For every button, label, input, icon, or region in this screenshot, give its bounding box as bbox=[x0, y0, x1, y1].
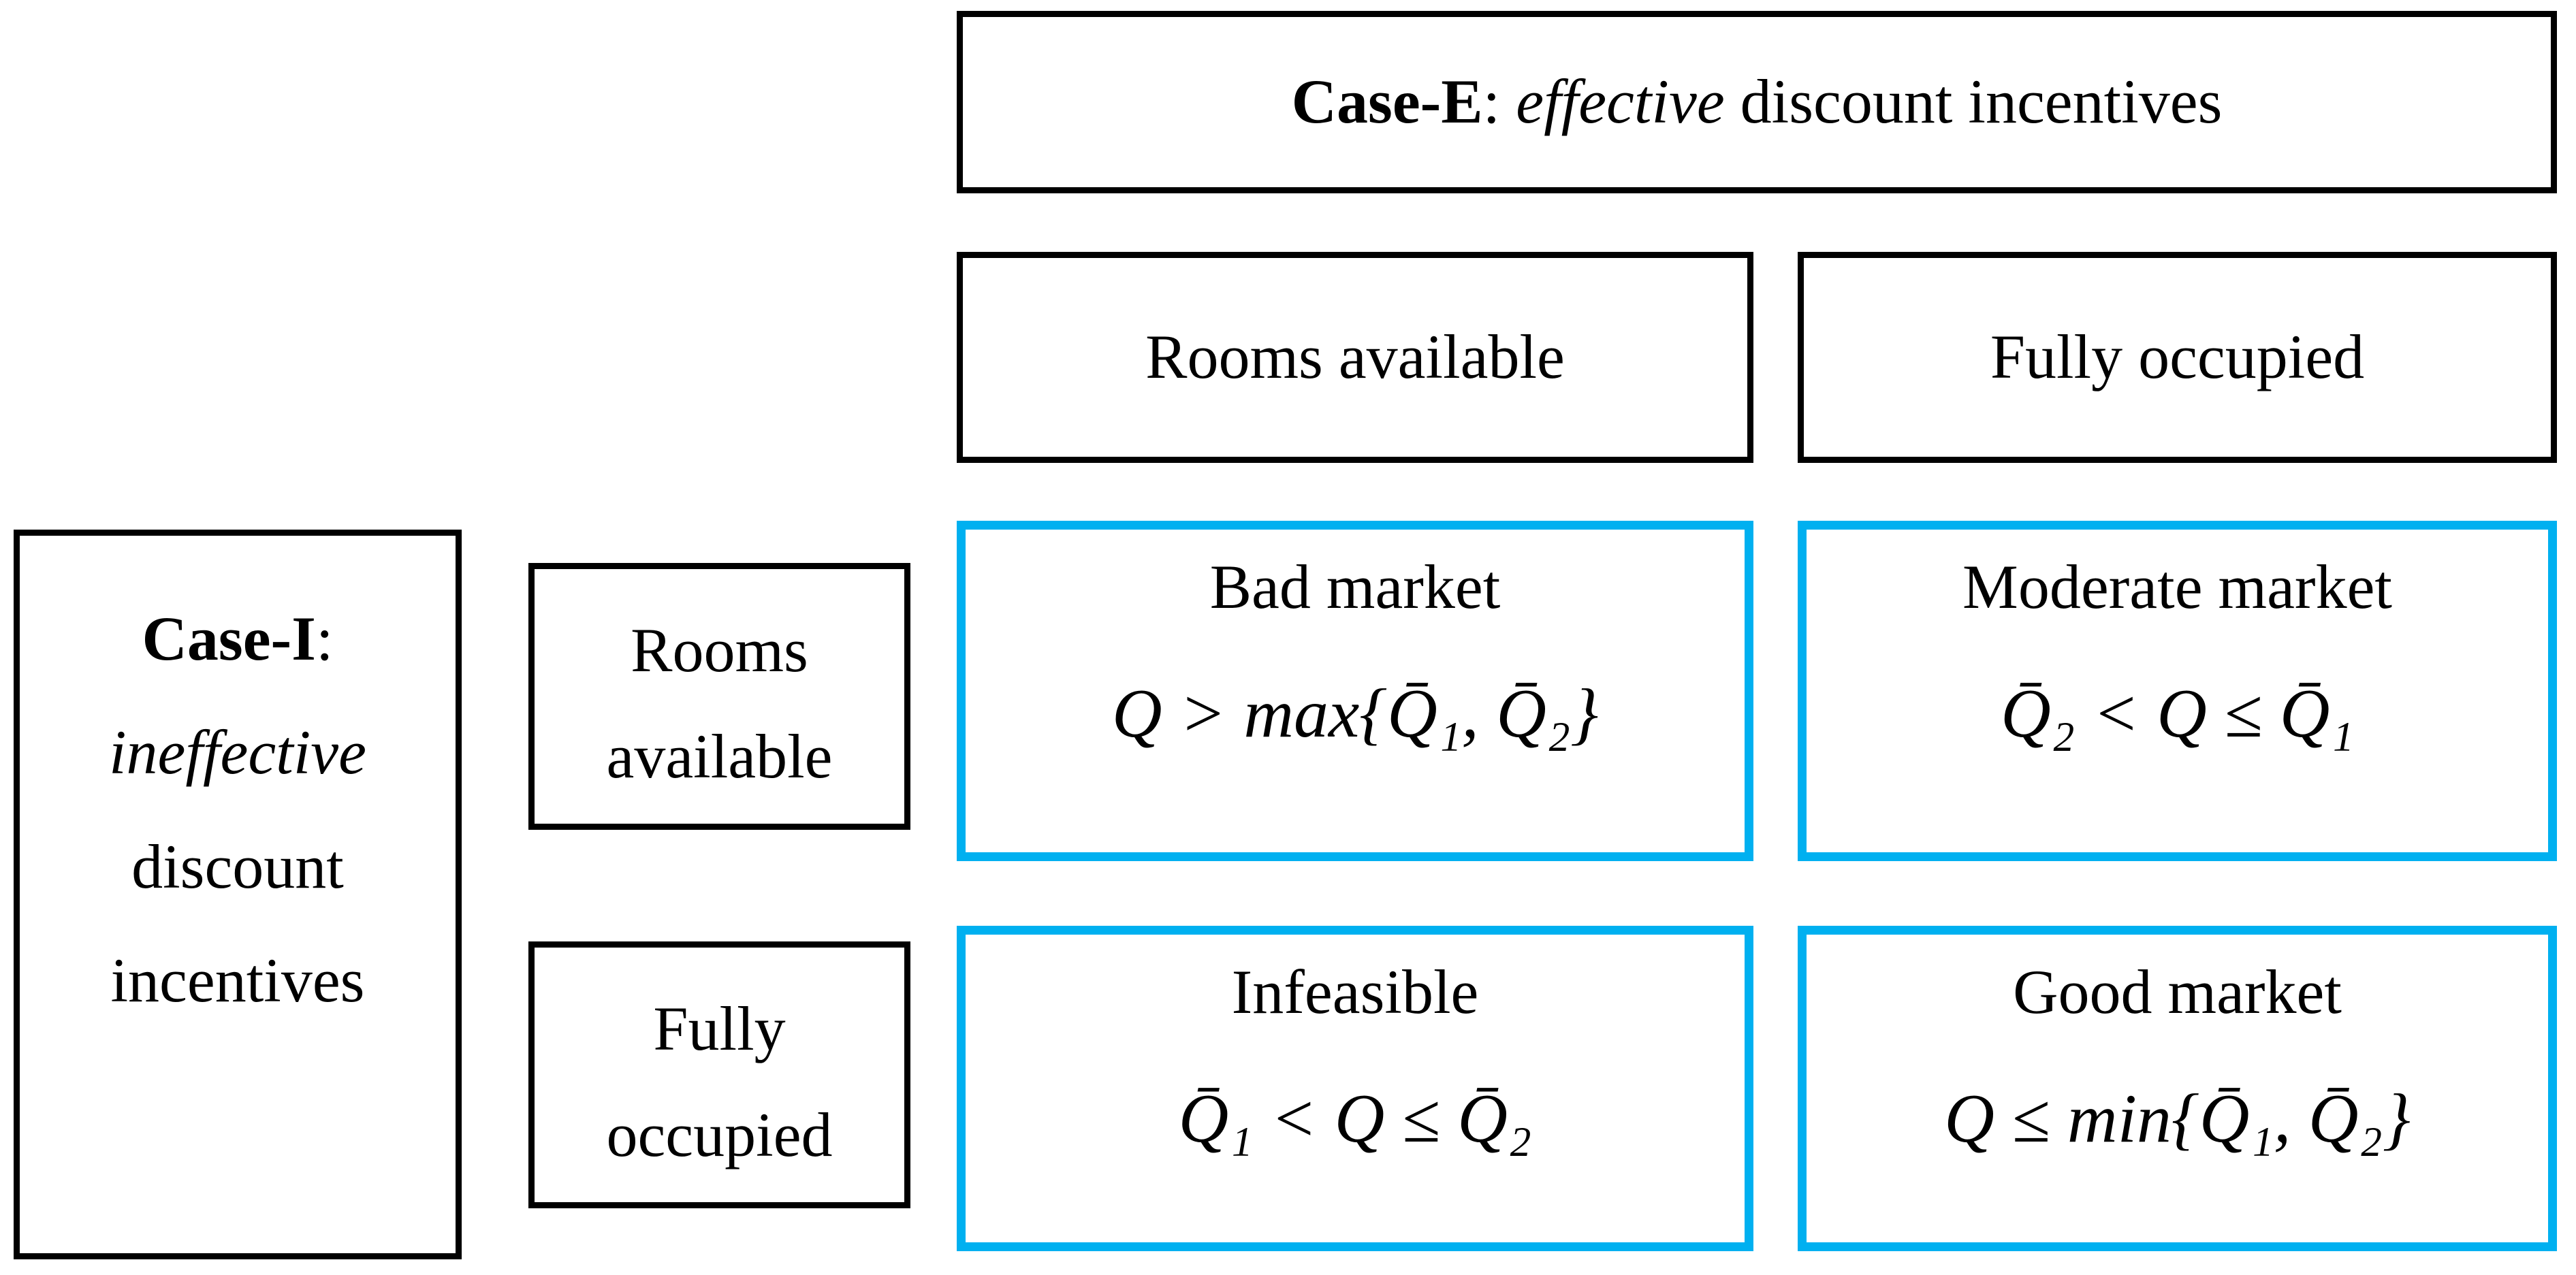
case-e-title-emphasis: effective bbox=[1516, 67, 1725, 137]
case-i-title-bold: Case-I bbox=[142, 604, 316, 673]
cell-infeasible: Infeasible Q̄₁ < Q ≤ Q̄₂ bbox=[957, 926, 1753, 1251]
cell-moderate-market-formula: Q̄₂ < Q ≤ Q̄₁ bbox=[2001, 675, 2354, 752]
cell-good-market-formula: Q ≤ min{Q̄₁, Q̄₂} bbox=[1944, 1080, 2411, 1157]
row-header-fully-line2: occupied bbox=[606, 1100, 833, 1169]
column-header-rooms-available: Rooms available bbox=[957, 252, 1753, 463]
cell-bad-market-label: Bad market bbox=[1209, 552, 1501, 622]
cell-infeasible-label: Infeasible bbox=[1231, 957, 1479, 1027]
row-header-fully-occupied: Fully occupied bbox=[528, 941, 910, 1208]
cell-moderate-market: Moderate market Q̄₂ < Q ≤ Q̄₁ bbox=[1798, 521, 2557, 861]
column-header-fully-occupied-label: Fully occupied bbox=[1990, 322, 2365, 392]
row-header-fully-line1: Fully bbox=[653, 993, 786, 1063]
row-header-rooms-line1: Rooms bbox=[631, 615, 808, 685]
case-e-title-separator: : bbox=[1482, 67, 1516, 137]
cell-moderate-market-label: Moderate market bbox=[1962, 552, 2392, 622]
cell-good-market: Good market Q ≤ min{Q̄₁, Q̄₂} bbox=[1798, 926, 2557, 1251]
case-i-title-line1: Case-I: bbox=[142, 582, 333, 696]
case-e-header-box: Case-E: effective discount incentives bbox=[957, 11, 2557, 193]
case-e-title-bold: Case-E bbox=[1291, 67, 1483, 137]
case-e-title-rest: discount incentives bbox=[1724, 67, 2223, 137]
row-header-rooms-line2: available bbox=[606, 722, 833, 791]
cell-bad-market-formula: Q > max{Q̄₁, Q̄₂} bbox=[1111, 675, 1599, 752]
case-i-title-emphasis: ineffective bbox=[109, 717, 366, 788]
row-header-rooms-available: Rooms available bbox=[528, 563, 910, 830]
cell-infeasible-formula: Q̄₁ < Q ≤ Q̄₂ bbox=[1178, 1080, 1532, 1157]
case-e-title: Case-E: effective discount incentives bbox=[1292, 61, 2223, 143]
cell-good-market-label: Good market bbox=[2013, 957, 2342, 1027]
case-i-title-separator: : bbox=[315, 604, 334, 673]
column-header-rooms-available-label: Rooms available bbox=[1145, 322, 1565, 392]
case-i-header-box: Case-I: ineffective discount incentives bbox=[14, 530, 462, 1259]
case-i-title-line3: discount bbox=[131, 831, 344, 901]
case-i-title-line4: incentives bbox=[110, 946, 365, 1016]
column-header-fully-occupied: Fully occupied bbox=[1798, 252, 2557, 463]
cell-bad-market: Bad market Q > max{Q̄₁, Q̄₂} bbox=[957, 521, 1753, 861]
